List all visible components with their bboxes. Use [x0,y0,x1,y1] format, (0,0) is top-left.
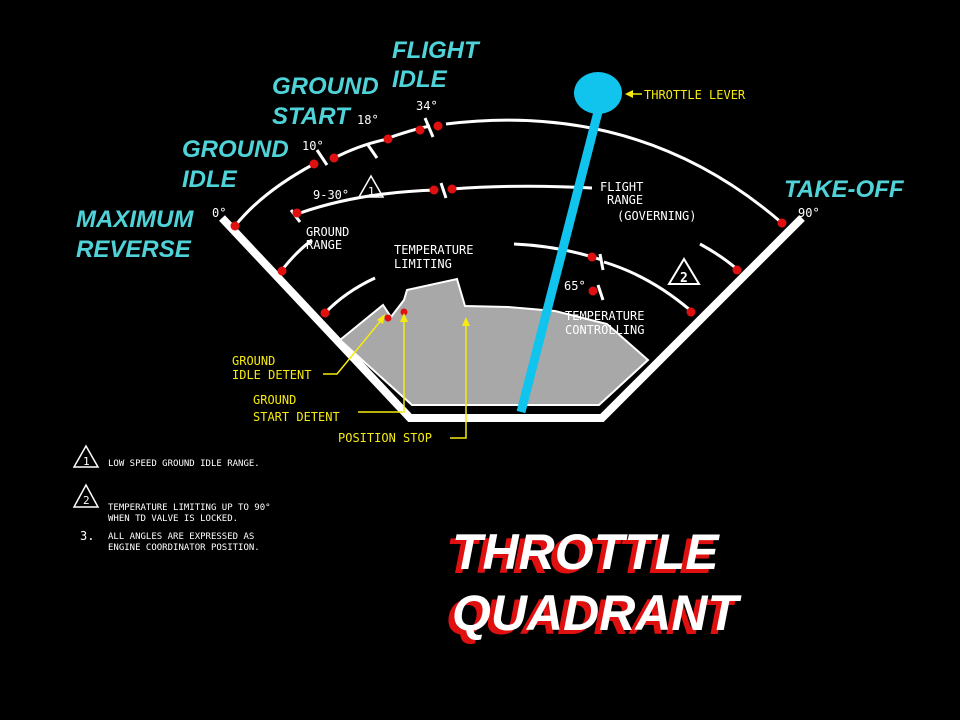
throttle-lever-knob [574,72,622,114]
marker-2: 2 [667,257,701,286]
maximum-reverse-label-2: REVERSE [76,236,192,263]
point-temp-left [320,308,330,318]
flight-idle-label-1: FLIGHT [392,37,481,64]
position-stop-line [450,322,467,439]
angle-9-30: 9-30° [313,188,349,202]
throttle-lever-arrow [625,90,633,98]
angle-0: 0° [212,206,226,220]
quadrant-outline [219,215,805,422]
title-line-1: THROTTLE [452,524,720,580]
maximum-reverse-label-1: MAXIMUM [76,206,194,233]
marker-1: 1 [357,174,385,198]
outer-arc-flight [445,118,783,225]
marker-1-label: 1 [368,185,375,198]
point-detent-a [384,314,392,322]
note-2-marker: 2 [83,494,90,507]
tick-65-b [596,284,605,301]
ground-range-arc [280,238,313,271]
note-1-triangle-icon [72,444,100,468]
quadrant-body [338,277,650,406]
tick-65-a [598,253,605,271]
note-2-triangle-icon [72,483,100,508]
point-90 [777,218,787,228]
point-ground-range [277,266,287,276]
ground-start-detent-arrow [400,313,408,322]
ground-start-label-2: START [272,103,352,130]
temp-limiting-arc-left [323,276,376,315]
temp-limiting-arc-right-2 [603,260,691,312]
point-governing-end [732,265,742,275]
ground-idle-label-1: GROUND [182,136,289,163]
outer-arc-reverse [233,162,315,227]
tick-flight-range [439,182,448,199]
point-0 [230,221,240,231]
title: THROTTLE QUADRANT THROTTLE QUADRANT [446,524,743,645]
point-10-b [329,153,339,163]
title-line-2-shadow: QUADRANT [446,589,737,645]
note-2-text-2: WHEN TD VALVE IS LOCKED. [108,514,238,524]
angle-90: 90° [798,206,820,220]
point-temp-right [686,307,696,317]
note-1-text: LOW SPEED GROUND IDLE RANGE. [108,459,260,469]
marker-2-triangle-icon [667,257,701,285]
note-1: 1 LOW SPEED GROUND IDLE RANGE. [72,444,260,469]
temperature-controlling-label-2: CONTROLLING [565,323,644,337]
angle-65: 65° [564,279,586,293]
throttle-lever-label: THROTTLE LEVER [644,88,746,102]
tick-34 [423,117,435,138]
note-2: 2 TEMPERATURE LIMITING UP TO 90° WHEN TD… [72,483,271,524]
ground-start-detent-label-2: START DETENT [253,410,340,424]
title-line-2: QUADRANT [452,585,743,641]
outer-arc-idle [333,137,389,160]
angle-10: 10° [302,139,324,153]
flight-range-label-2: RANGE [607,193,643,207]
point-18 [383,134,393,144]
ground-start-label-1: GROUND [272,73,379,100]
ground-idle-detent-arrow [377,314,385,324]
ground-range-label-1: GROUND [306,225,349,239]
marker-1-triangle-icon [357,174,385,198]
point-flight-b [447,184,457,194]
point-65-a [587,252,597,262]
point-34-a [415,125,425,135]
temperature-controlling-label-1: TEMPERATURE [565,309,644,323]
note-1-marker: 1 [83,455,90,468]
ground-idle-detent-line [323,317,384,375]
throttle-lever-shaft [516,106,604,414]
angle-34: 34° [416,99,438,113]
angle-18: 18° [357,113,379,127]
note-3-text-2: ENGINE COORDINATOR POSITION. [108,543,260,553]
tick-18 [366,144,379,159]
note-2-text-1: TEMPERATURE LIMITING UP TO 90° [108,503,271,513]
ground-idle-label-2: IDLE [182,166,238,193]
point-34-b [433,121,443,131]
temperature-limiting-label-2: LIMITING [394,257,452,271]
point-65-b [588,286,598,296]
note-3-marker: 3. [80,529,94,543]
point-detent-b [400,308,408,316]
position-stop-arrow [462,317,470,326]
ground-idle-detent-label-2: IDLE DETENT [232,368,311,382]
note-3: 3. ALL ANGLES ARE EXPRESSED AS ENGINE CO… [80,529,260,553]
flight-range-arc-2 [451,184,593,191]
position-stop-label: POSITION STOP [338,431,432,445]
ground-idle-detent-label-1: GROUND [232,354,275,368]
point-9-30 [292,208,302,218]
note-3-text-1: ALL ANGLES ARE EXPRESSED AS [108,532,254,542]
marker-2-label: 2 [680,271,688,286]
tick-10 [315,149,329,166]
title-line-1-shadow: THROTTLE [446,528,714,584]
ground-start-detent-label-1: GROUND [253,393,296,407]
governing-arc-end [699,242,739,272]
flight-range-label-3: (GOVERNING) [617,209,696,223]
take-off-label: TAKE-OFF [784,176,905,203]
point-flight-a [429,185,439,195]
ground-start-detent-line [358,318,405,413]
ground-range-label-2: RANGE [306,238,342,252]
point-10-a [309,159,319,169]
flight-range-label-1: FLIGHT [600,180,643,194]
temperature-limiting-label-1: TEMPERATURE [394,243,473,257]
flight-idle-label-2: IDLE [392,66,448,93]
